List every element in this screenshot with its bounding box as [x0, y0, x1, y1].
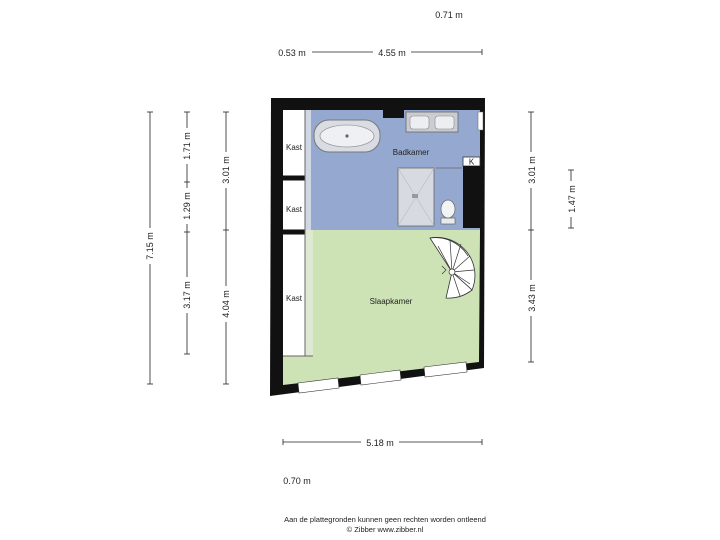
- k-symbol: K: [469, 158, 475, 167]
- spiral-staircase-icon: [429, 237, 476, 299]
- shower-icon: [397, 167, 435, 227]
- dim-top-left: 0.53 m: [278, 48, 306, 58]
- bedroom-area: [283, 230, 480, 385]
- bottom-windows: [297, 361, 468, 394]
- dim-line-right: [528, 111, 534, 363]
- credit-text: © Zibber www.zibber.nl: [347, 525, 424, 534]
- sink-icon: [405, 111, 459, 133]
- bathtub-icon: [313, 119, 381, 153]
- closet-label-3: Kast: [286, 294, 303, 303]
- dim-right-small: 1.47 m: [567, 185, 577, 213]
- dim-left-lower: 3.17 m: [182, 281, 192, 309]
- dim-inner-upper: 3.01 m: [221, 156, 231, 184]
- dim-inner-lower: 4.04 m: [221, 290, 231, 318]
- closet-label-1: Kast: [286, 143, 303, 152]
- dim-right-upper: 3.01 m: [527, 156, 537, 184]
- dim-left-upper: 1.71 m: [182, 132, 192, 160]
- dim-left-middle: 1.29 m: [182, 192, 192, 220]
- dim-top-main: 4.55 m: [378, 48, 406, 58]
- dim-bottom-main: 5.18 m: [366, 438, 394, 448]
- bathroom-label: Badkamer: [393, 148, 430, 157]
- disclaimer-text: Aan de plattegronden kunnen geen rechten…: [284, 515, 486, 524]
- bedroom-label: Slaapkamer: [370, 297, 413, 306]
- dim-left-total: 7.15 m: [145, 232, 155, 260]
- dim-bottom-small: 0.70 m: [283, 476, 311, 486]
- toilet-icon: [440, 199, 456, 225]
- dim-top-small: 0.71 m: [435, 10, 463, 20]
- dim-right-lower: 3.43 m: [527, 284, 537, 312]
- closet-label-2: Kast: [286, 205, 303, 214]
